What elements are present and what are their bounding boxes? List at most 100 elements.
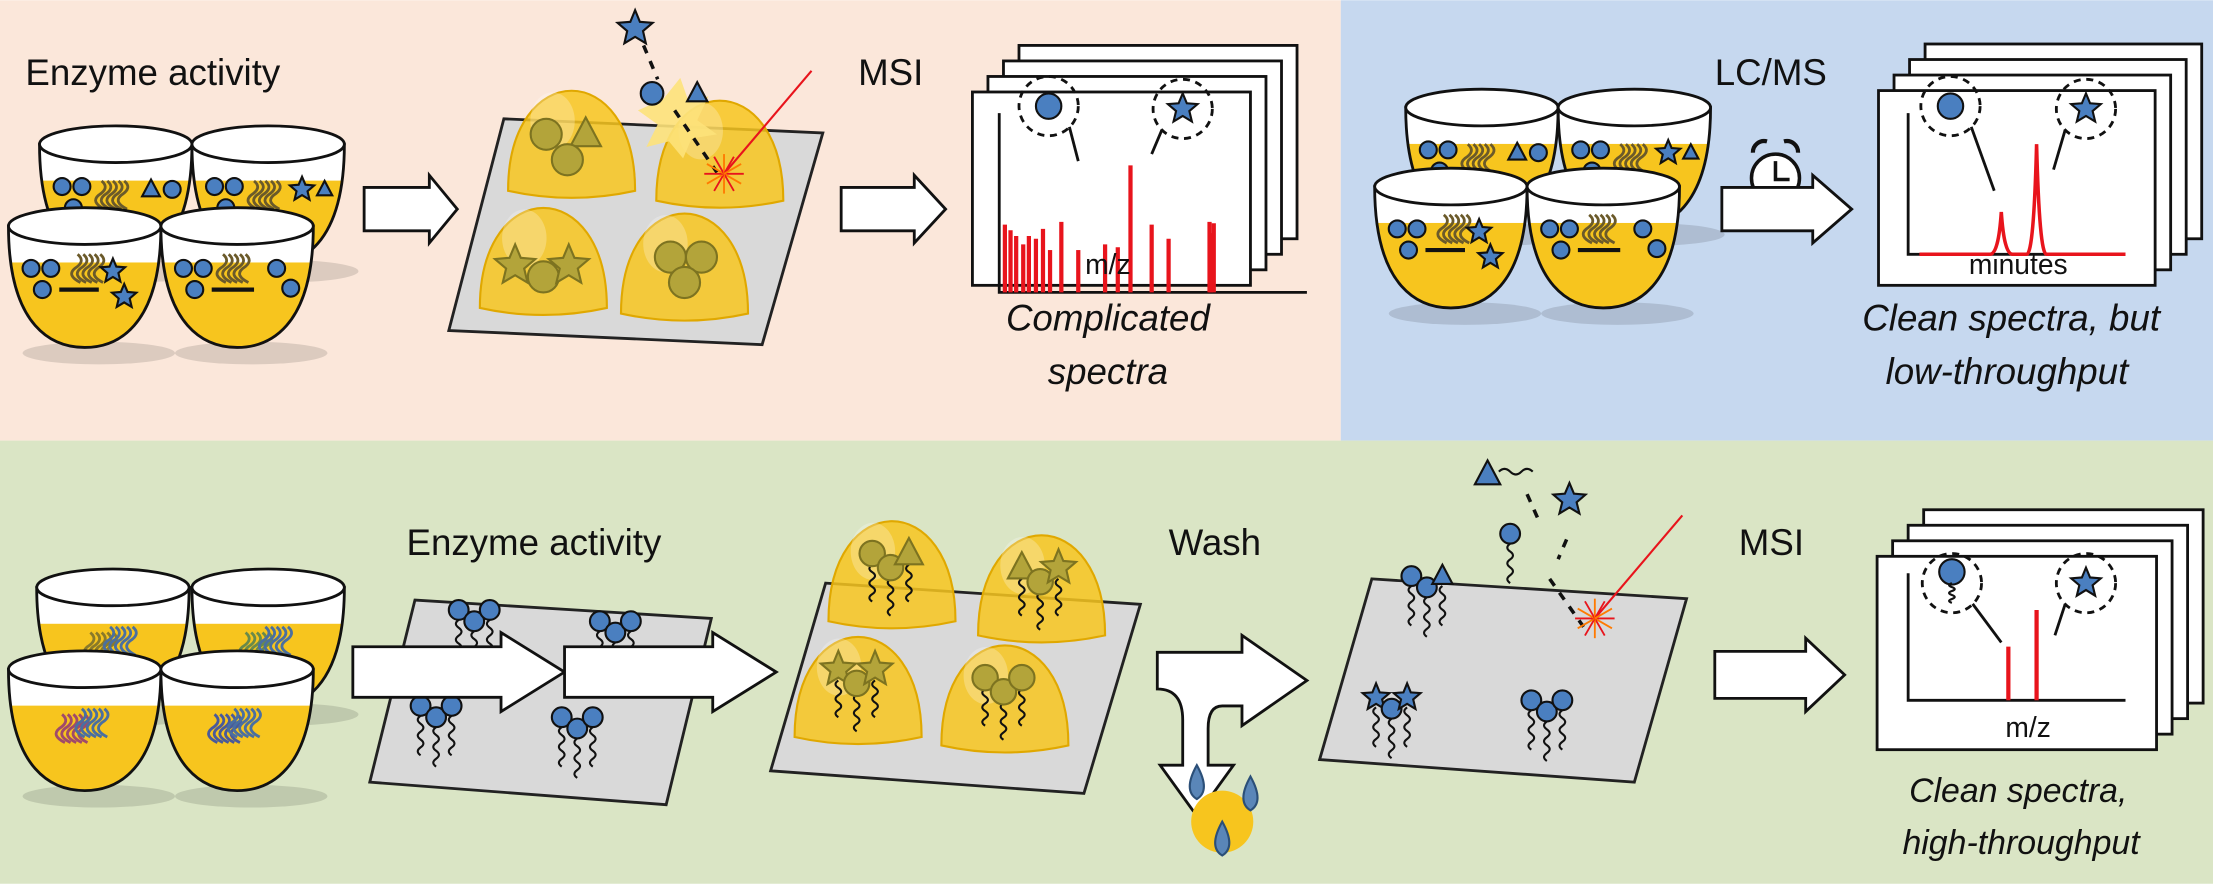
enzyme-protein-icon [94,179,130,211]
protein-strand [1604,213,1617,245]
product-star-icon [854,648,896,687]
laser-burst [723,156,735,175]
circle-molecule-icon [173,258,194,278]
cup-rim [7,206,163,246]
laser-burst [723,173,742,185]
cup-outline [1525,185,1681,310]
process-arrow-icon [1720,172,1854,247]
protein-strand [1581,213,1595,245]
magnifier-circle [2054,77,2118,140]
cup-shadow [175,341,328,365]
laser-burst [1584,617,1596,636]
circle-molecule-icon [1633,219,1653,239]
protein-strand [81,253,94,284]
circle-molecule-icon [1938,558,1966,586]
circle-molecule-icon [21,258,41,278]
laser-burst [1594,617,1613,630]
desorption-flash-icon [637,77,717,159]
protein-strand [74,707,87,739]
cup-rim [1556,87,1712,128]
surface-tether-linker [868,563,877,603]
triangle-molecule-icon [568,115,603,148]
protein-strand [92,253,106,284]
axis-label-mz-top: m/z [1085,248,1130,280]
magnifier-circle [1151,77,1214,140]
circle-molecule-icon [566,717,589,740]
circle-molecule-icon [639,81,665,106]
circle-molecule-icon [1571,140,1591,160]
circle-molecule-icon [32,280,52,300]
msi-slide-washed [1317,577,1689,784]
circle-molecule-icon [162,179,182,199]
circle-molecule-icon [52,177,72,197]
circle-molecule-icon [1520,689,1543,712]
protein-strand [221,253,234,284]
circle-molecule-icon [588,610,611,633]
circle-molecule-icon [581,706,604,729]
cup-shadow [22,784,176,808]
clock-bell-right [1783,138,1801,153]
laser-burst [1594,600,1606,619]
triangle-molecule-icon [1506,140,1528,161]
product-circle-icon [526,260,560,294]
cup-rim [35,567,191,608]
circle-molecule-icon [463,610,486,633]
laser-burst [713,156,725,175]
protein-strand [226,707,240,739]
protein-strand [263,179,276,211]
protein-strand [246,179,260,211]
circle-molecule-icon [619,610,642,633]
circle-molecule-icon [478,599,501,621]
circle-molecule-icon [224,177,244,197]
step-label-enzyme-activity-bottom: Enzyme activity [406,522,661,563]
protein-strand [1635,143,1648,174]
well-cup [1373,166,1542,325]
surface-tether-linker [871,679,879,719]
reaction-droplet-dome [977,534,1107,644]
reaction-droplet-dome [793,635,923,746]
cup-rim [190,567,346,608]
magnifier-handle [1971,603,2003,644]
magnifier-circle [2054,552,2118,615]
reaction-droplet-dome [940,644,1070,754]
reaction-droplet-dome [827,520,957,630]
protein-strand [94,179,107,211]
star-molecule-icon [1653,137,1683,166]
circle-molecule-icon [1418,140,1438,160]
enzyme-protein-icon [215,253,251,284]
result-text-line1: Clean spectra, but [1862,298,2162,339]
protein-strand [54,713,68,744]
protein-strand [1459,213,1472,245]
circle-molecule-icon [204,177,225,197]
protein-strand [113,625,127,657]
enzyme-protein-icon [1436,213,1472,245]
surface-tether-linker [1423,596,1431,638]
reaction-droplet-dome [619,212,750,322]
process-arrow-icon [839,171,948,247]
triangle-molecule-icon [1430,562,1455,586]
protein-strand [85,707,99,739]
cup-rim [1373,166,1529,207]
product-star-icon [492,241,538,285]
method-label-lcms: LC/MS [1715,52,1827,93]
protein-strand [1483,143,1496,174]
protein-strand [238,253,251,284]
method-label-msi-bottom: MSI [1739,522,1804,563]
protein-strand [232,707,245,739]
star-molecule-icon [2068,90,2104,124]
circle-molecule-icon [1034,92,1063,120]
magnifier-circle [1920,552,1983,615]
cup-shadow [175,784,328,808]
spectrum-card-front [1875,554,2158,752]
process-arrow-icon [563,629,779,715]
surface-tether-linker [416,714,425,757]
star-molecule-icon [1464,216,1494,245]
laser-burst [723,163,742,175]
protein-strand [99,179,113,211]
circle-molecule-icon [72,177,92,197]
product-circle-icon [550,143,584,177]
cup-rim [1404,87,1560,128]
surface-tether-linker [1527,709,1536,751]
triangle-molecule-icon [1473,458,1503,486]
circle-molecule-icon [1438,140,1458,160]
